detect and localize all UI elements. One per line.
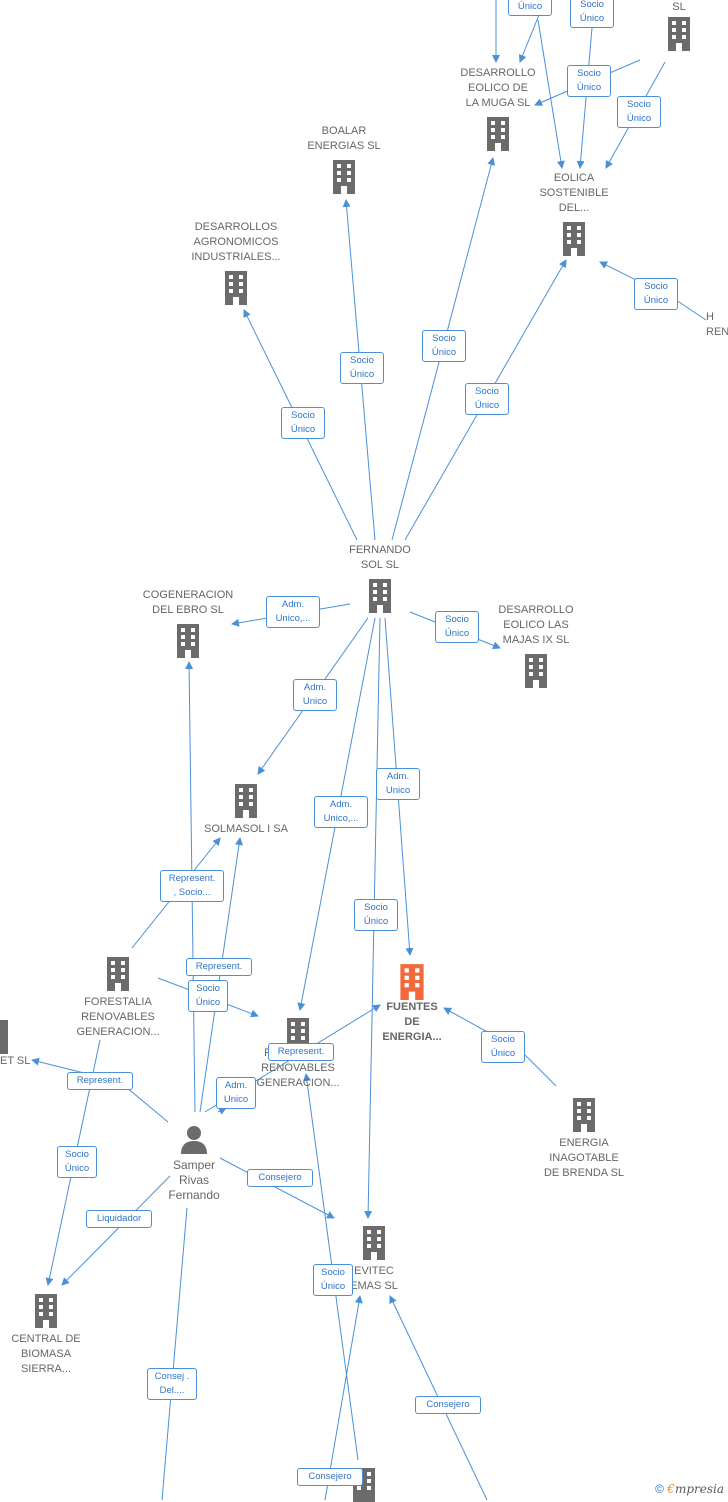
building-icon [573,1098,595,1132]
company-label: ET SL [0,1055,31,1067]
main-company-node[interactable]: FUENTES DE ENERGIA... [370,962,454,1045]
edge-label[interactable]: Socio Único [188,980,228,1012]
company-node[interactable]: DESARROLLO EOLICO LAS MAJAS IX SL [488,603,584,688]
edge-label[interactable]: Socio Único [567,65,611,97]
edge-label[interactable]: Socio Único [422,330,466,362]
company-label: EOLICA SOSTENIBLE DEL... [539,172,609,214]
edge-label[interactable]: Consejero [297,1468,363,1486]
company-node[interactable]: COGENERACION DEL EBRO SL [136,588,240,658]
building-icon [525,654,547,688]
company-node[interactable]: SOLMASOL I SA [196,782,296,837]
building-icon [400,964,424,1000]
company-node[interactable]: BOALAR ENERGIAS SL [296,124,392,194]
building-icon [487,117,509,151]
edge-label[interactable]: Adm. Unico [293,679,337,711]
edge-label[interactable]: Adm. Unico [376,768,420,800]
edge-label[interactable]: Adm. Unico [216,1077,256,1109]
company-node[interactable]: ET SL [0,1018,36,1069]
company-label: FORESTALIA RENOVABLES GENERACION... [76,996,160,1038]
edge-label[interactable]: Adm. Unico,... [314,796,368,828]
edge-label[interactable]: Represent. , Socio... [160,870,224,902]
building-icon [333,160,355,194]
building-icon [177,624,199,658]
edge-label[interactable]: Consejero [415,1396,481,1414]
person-node[interactable]: Samper Rivas Fernando [158,1124,230,1203]
edge-label[interactable]: Socio Único [481,1031,525,1063]
edge-label[interactable]: Socio Único [57,1146,97,1178]
company-label: DESARROLLO EOLICO LAS MAJAS IX SL [498,604,574,646]
copyright-footer: © €mpresia [655,1482,724,1496]
edge-label[interactable]: Socio Único [465,383,509,415]
company-label: DESARROLLO EOLICO DE LA MUGA SL [460,67,536,109]
edge-label[interactable]: Único [508,0,552,16]
edge-label[interactable]: Represent. [186,958,252,976]
company-node[interactable]: FERNANDO SOL SL [334,543,426,613]
building-icon [225,271,247,305]
edge-label[interactable]: Represent. [67,1072,133,1090]
company-node[interactable]: ENERGIA INAGOTABLE DE BRENDA SL [532,1096,636,1181]
building-icon [235,784,257,818]
edge-label[interactable]: Socio Único [313,1264,353,1296]
company-node[interactable]: DESARROLLOS AGRONOMICOS INDUSTRIALES... [180,220,292,305]
building-icon [0,1020,8,1054]
edge [324,1295,363,1500]
building-icon [563,222,585,256]
company-label: FERNANDO SOL SL [349,544,411,571]
edge-label[interactable]: Socio Único [617,96,661,128]
company-label: ENERGIA INAGOTABLE DE BRENDA SL [543,1137,625,1179]
edge [537,19,565,169]
company-label: H REN [706,311,728,338]
company-label: BOALAR ENERGIAS SL [307,125,381,152]
edge-label[interactable]: Socio Único [570,0,614,28]
person-icon [181,1126,207,1154]
edge-label[interactable]: Consejero [247,1169,313,1187]
company-label: CENTRAL DE BIOMASA SIERRA... [11,1333,81,1375]
company-node[interactable]: SL [646,0,712,51]
edge [61,1175,171,1286]
building-icon [35,1294,57,1328]
copyright-symbol: © [655,1482,664,1496]
company-label: COGENERACION DEL EBRO SL [142,589,234,616]
company-node[interactable]: CENTRAL DE BIOMASA SIERRA... [0,1292,92,1377]
company-label: DESARROLLOS AGRONOMICOS INDUSTRIALES... [191,221,281,263]
person-label: Samper Rivas Fernando [168,1158,220,1202]
building-icon [668,17,690,51]
edge [161,1207,188,1500]
edge-label[interactable]: Represent. [268,1043,334,1061]
building-icon [107,957,129,991]
edge [31,1057,169,1123]
company-node[interactable]: DESARROLLO EOLICO DE LA MUGA SL [450,66,546,151]
brand-logo-initial: € [667,1482,675,1496]
building-icon [363,1226,385,1260]
edge [576,27,593,169]
edge-label[interactable]: Consej . Del.... [147,1368,197,1400]
brand-name: mpresia [674,1482,724,1496]
company-label: SL [672,1,686,13]
company-node[interactable]: EVITEC EMAS SL [336,1224,412,1294]
edge-label[interactable]: Liquidador [86,1210,152,1228]
edge-label[interactable]: Socio Único [340,352,384,384]
edge-label[interactable]: Socio Único [281,407,325,439]
company-node[interactable]: EOLICA SOSTENIBLE DEL... [528,171,620,256]
edge-label[interactable]: Socio Único [354,899,398,931]
edge-label[interactable]: Adm. Unico,... [266,596,320,628]
edge [219,1157,335,1219]
building-icon [369,579,391,613]
edge-label[interactable]: Socio Único [634,278,678,310]
edge-label[interactable]: Socio Único [435,611,479,643]
company-node[interactable]: H REN [700,310,728,340]
company-label: SOLMASOL I SA [204,823,288,835]
company-label: FUENTES DE ENERGIA... [382,1001,442,1043]
company-label: EVITEC EMAS SL [350,1265,398,1292]
company-node[interactable]: FORESTALIA RENOVABLES GENERACION... [66,955,170,1040]
